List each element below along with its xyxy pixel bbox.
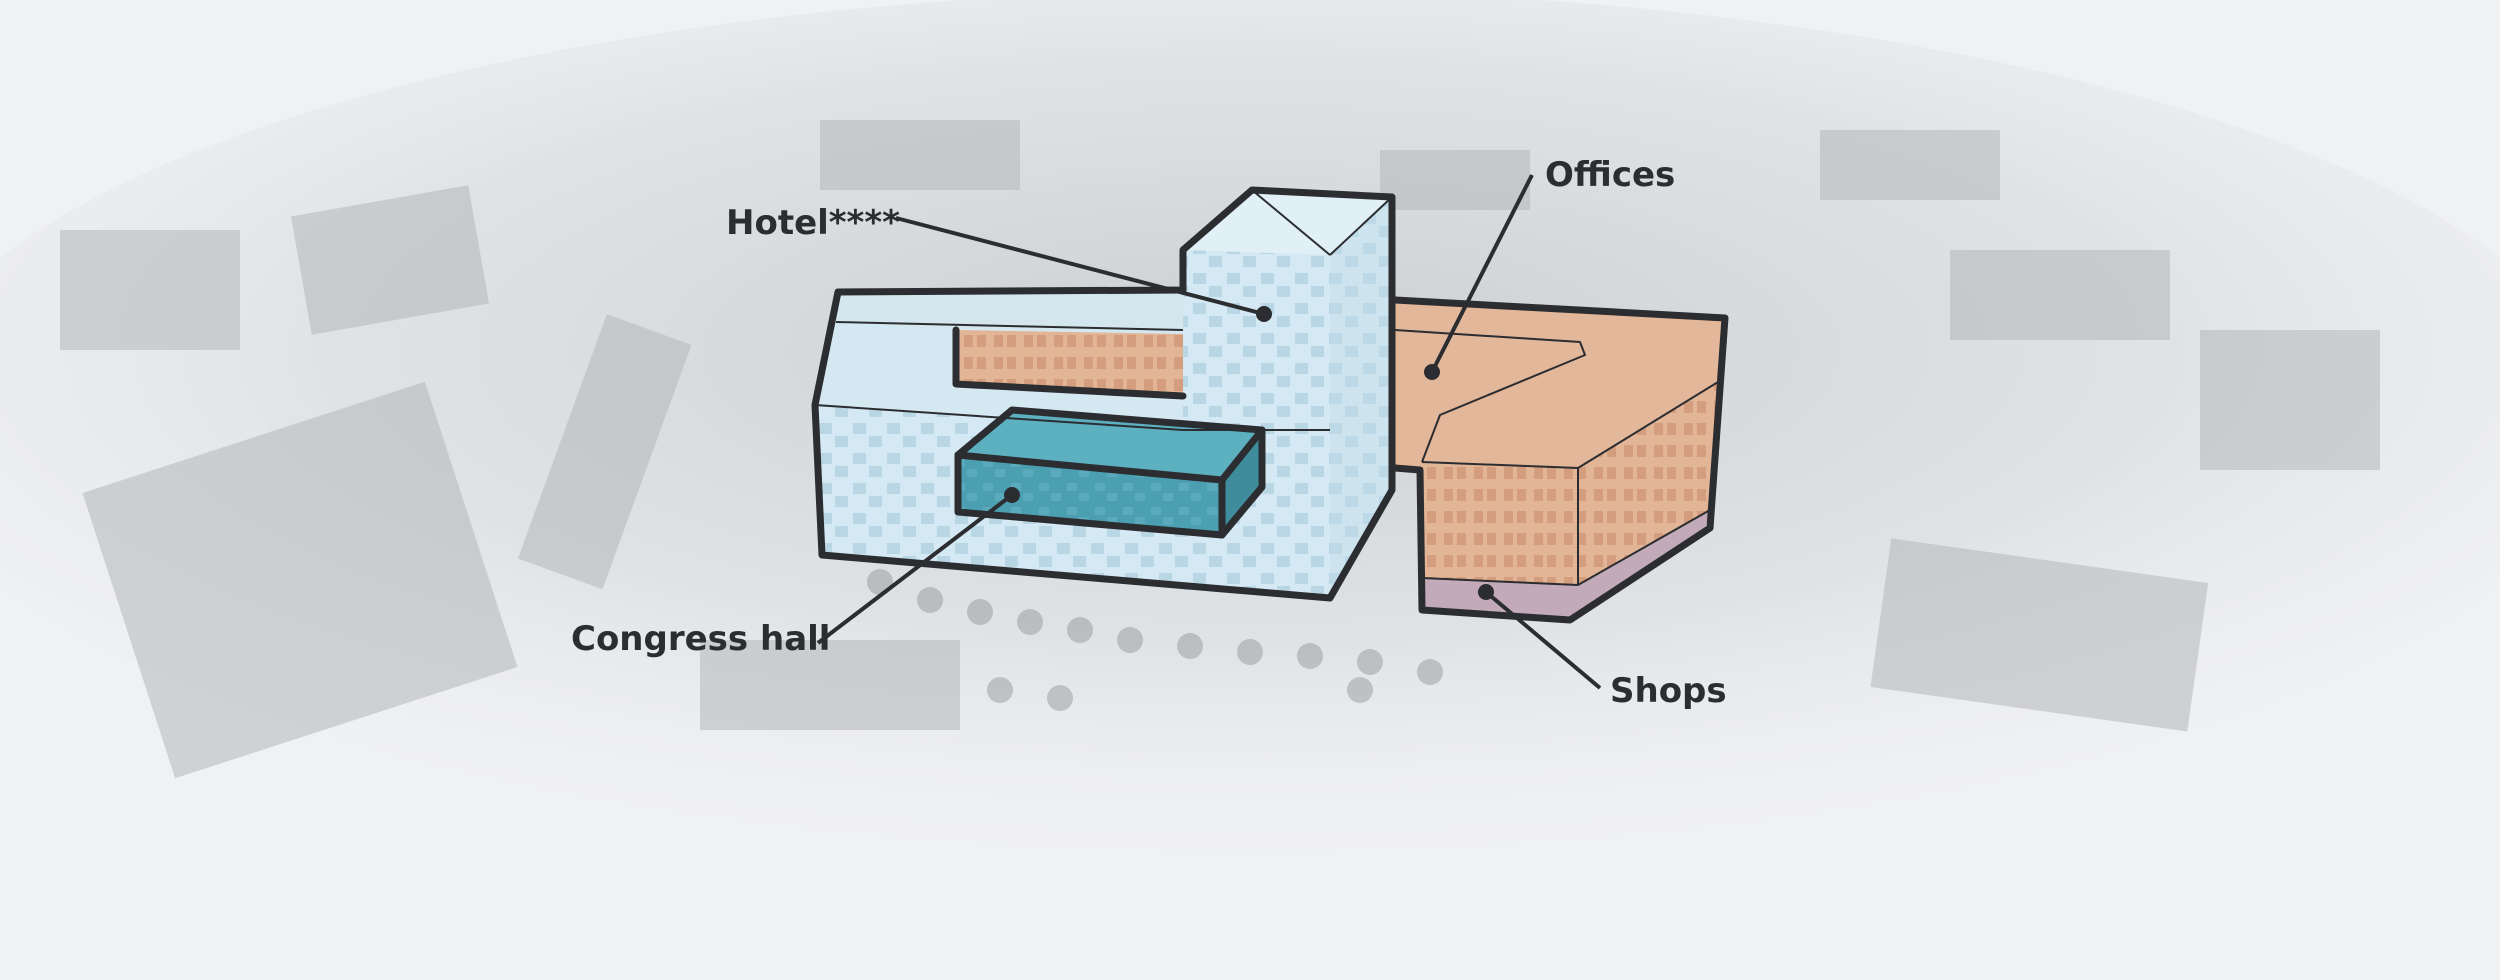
offices-leader-line — [1430, 174, 1534, 373]
callout-dots — [1004, 306, 1494, 600]
congress-hall-label: Congress hall — [571, 619, 831, 659]
offices-inner-volume — [956, 330, 1183, 396]
hotel-leader-line — [895, 216, 1265, 316]
shops-dot — [1478, 584, 1494, 600]
shops-label: Shops — [1610, 671, 1727, 711]
hotel-outline — [811, 186, 1396, 602]
hotel-label: Hotel**** — [726, 203, 900, 243]
shops-volume — [1422, 510, 1710, 620]
congress-hall-leader-line — [816, 493, 1014, 645]
offices-dot — [1424, 364, 1440, 380]
shops-leader-line — [1484, 590, 1602, 690]
inner-edges — [814, 189, 1719, 586]
congress-hall-dot — [1004, 487, 1020, 503]
congress-hall-top-edge — [954, 426, 1266, 539]
hotel-tower-volume — [1183, 190, 1392, 598]
callout-lines — [816, 174, 1602, 690]
offices-inner-outline — [952, 326, 1187, 400]
offices-outline — [1391, 296, 1729, 624]
congress-hall-outline — [954, 406, 1266, 539]
offices-label: Offices — [1545, 155, 1676, 195]
outer-edges — [811, 186, 1729, 624]
hotel-dot — [1256, 306, 1272, 322]
